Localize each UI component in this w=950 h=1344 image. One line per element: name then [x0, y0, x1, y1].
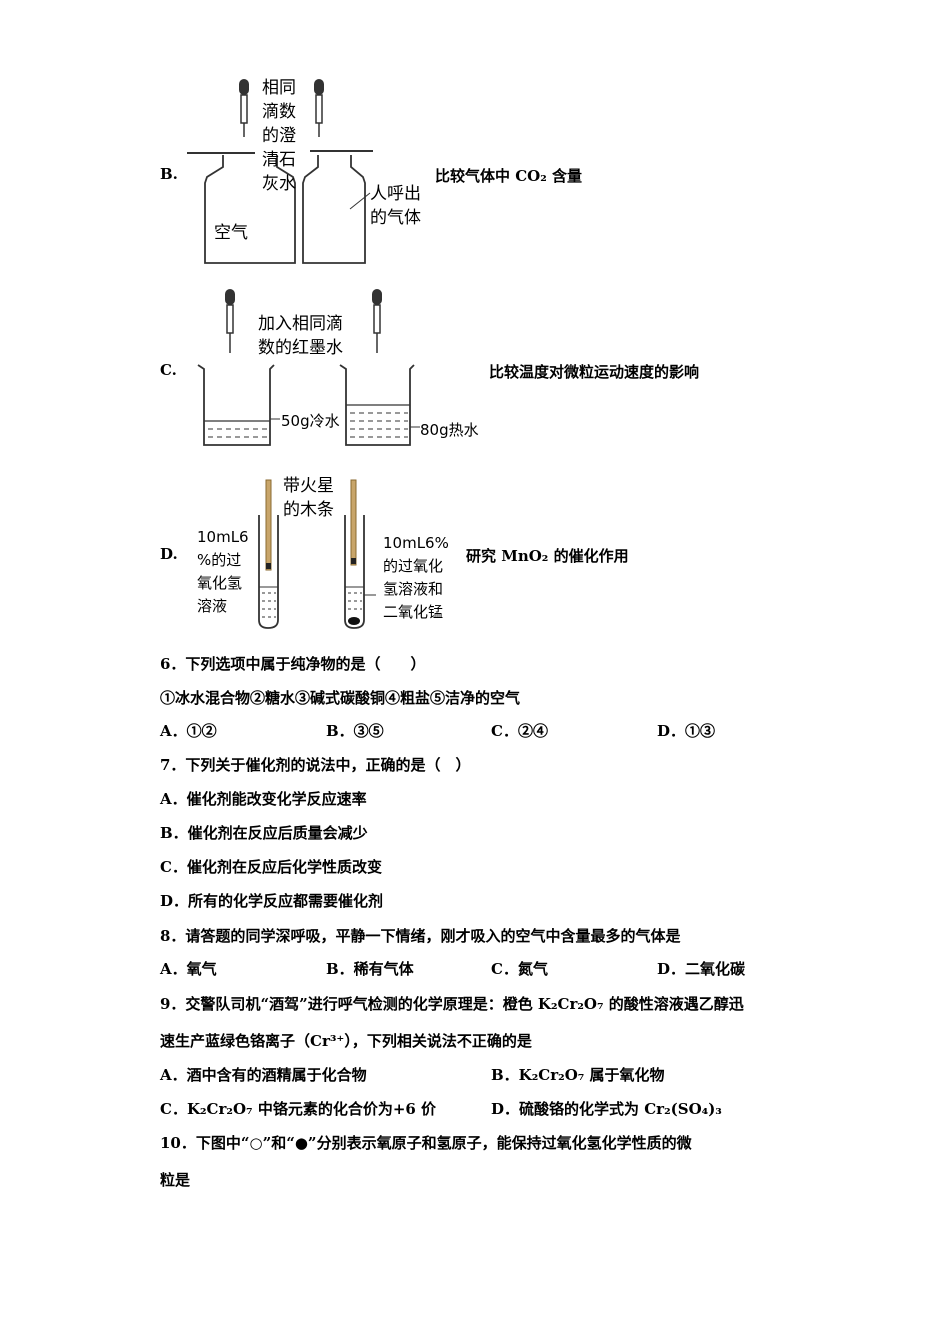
mno2-powder [348, 617, 360, 625]
q8-option-a: A．氧气 [160, 960, 217, 978]
q6-stem: 6．下列选项中属于纯净物的是（ ） [160, 655, 426, 673]
figure-c-left-beaker-label: 50g冷水 [281, 412, 340, 430]
left-splint-icon [265, 479, 272, 571]
right-dropper-icon [372, 289, 382, 353]
q8-option-c: C．氮气 [491, 960, 548, 978]
right-splint-icon [350, 479, 357, 566]
figure-c-right-beaker-label: 80g热水 [420, 421, 479, 439]
q10-stem-line1: 10．下图中“○”和“●”分别表示氧原子和氢原子，能保持过氧化氢化学性质的微 [160, 1134, 692, 1152]
left-gas-bottle [204, 155, 296, 264]
q10-stem-line2: 粒是 [160, 1171, 191, 1189]
q6-option-b: B．③⑤ [326, 722, 384, 740]
right-test-tube [344, 515, 365, 629]
left-dropper-icon [239, 79, 249, 137]
figure-b-dropper-label: 相同 滴数 的澄 清石 灰水 [262, 78, 296, 194]
figure-b-letter: B. [160, 165, 178, 183]
q8-stem: 8．请答题的同学深呼吸，平静一下情绪，刚才吸入的空气中含量最多的气体是 [160, 927, 681, 945]
q8-option-b: B．稀有气体 [326, 960, 414, 978]
figure-c-caption: 比较温度对微粒运动速度的影响 [489, 363, 700, 381]
q6-items: ①冰水混合物②糖水③碱式碳酸铜④粗盐⑤洁净的空气 [160, 689, 521, 707]
q7-option-a: A．催化剂能改变化学反应速率 [160, 790, 367, 808]
right-gas-bottle [302, 155, 366, 264]
q9-option-a: A．酒中含有的酒精属于化合物 [160, 1066, 367, 1084]
figure-b-left-bottle-label: 空气 [214, 223, 248, 243]
q9-option-d: D．硫酸铬的化学式为 Cr₂(SO₄)₃ [491, 1100, 722, 1118]
q8-option-d: D．二氧化碳 [657, 960, 746, 978]
figure-d-splint-label: 带火星 的木条 [283, 476, 334, 520]
left-test-tube [258, 515, 279, 629]
q9-stem-line1: 9．交警队司机“酒驾”进行呼气检测的化学原理是：橙色 K₂Cr₂O₇ 的酸性溶液… [160, 995, 744, 1013]
figure-d-apparatus [258, 479, 376, 629]
q7-option-b: B．催化剂在反应后质量会减少 [160, 824, 368, 842]
left-beaker [197, 364, 275, 446]
q6-option-c: C．②④ [491, 722, 548, 740]
q6-option-d: D．①③ [657, 722, 716, 740]
q9-option-c: C．K₂Cr₂O₇ 中铬元素的化合价为+6 价 [160, 1100, 437, 1118]
right-beaker [339, 364, 415, 446]
q9-stem-line2: 速生产蓝绿色铬离子（Cr³⁺），下列相关说法不正确的是 [160, 1032, 532, 1050]
figure-d-left-tube-label: 10mL6 %的过 氧化氢 溶液 [197, 528, 249, 615]
q6-option-a: A．①② [160, 722, 217, 740]
figure-d-right-tube-label: 10mL6% 的过氧化 氢溶液和 二氧化锰 [383, 534, 449, 621]
figure-c-letter: C. [160, 361, 177, 379]
figure-d-letter: D. [160, 545, 178, 563]
left-dropper-icon [225, 289, 235, 353]
right-dropper-icon [314, 79, 324, 137]
figure-b-caption: 比较气体中 CO₂ 含量 [435, 167, 583, 185]
q7-stem: 7．下列关于催化剂的说法中，正确的是（ ） [160, 756, 471, 774]
q7-option-c: C．催化剂在反应后化学性质改变 [160, 858, 382, 876]
figure-c-dropper-label: 加入相同滴 数的红墨水 [258, 314, 343, 358]
q9-option-b: B．K₂Cr₂O₇ 属于氧化物 [491, 1066, 665, 1084]
figure-b-apparatus [187, 79, 373, 264]
figure-c-apparatus [197, 289, 420, 446]
q7-option-d: D．所有的化学反应都需要催化剂 [160, 892, 384, 910]
figure-d-caption: 研究 MnO₂ 的催化作用 [466, 547, 629, 565]
figure-b-right-bottle-label: 人呼出 的气体 [370, 184, 421, 228]
